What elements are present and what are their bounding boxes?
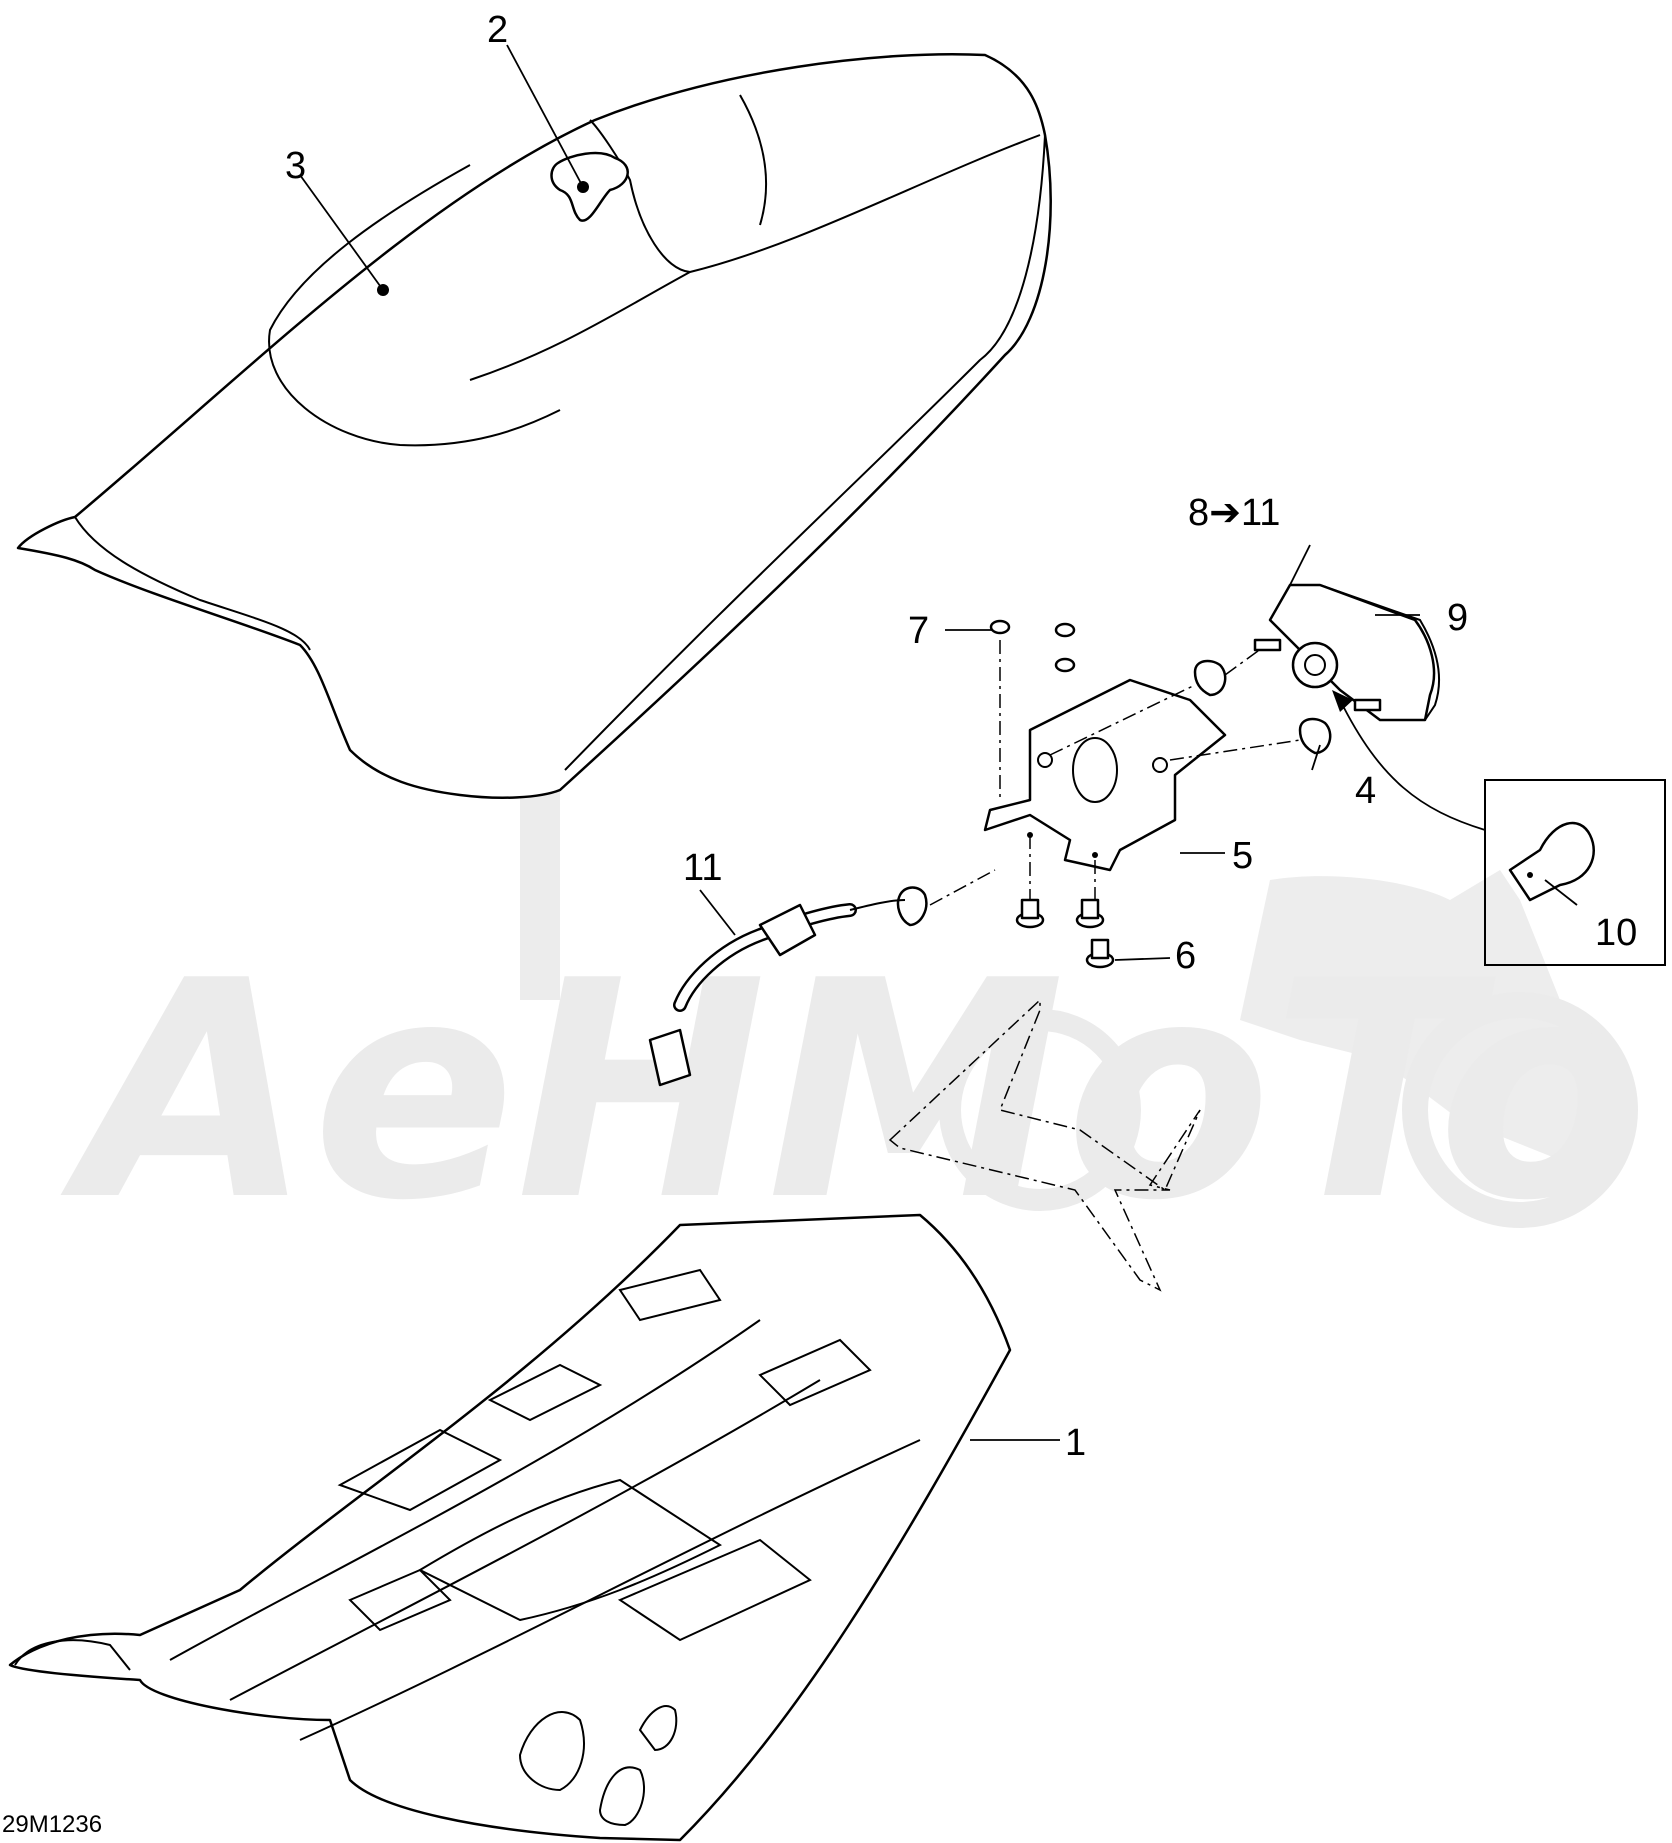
bulb-inset [1484,779,1666,966]
callout-7: 7 [908,610,929,652]
seat-base-cutout [758,1338,872,1407]
grommet [1193,659,1227,697]
seat-base-cutout [337,1428,503,1512]
harness-connector [648,1028,692,1087]
seat-rear-ridge [739,94,768,226]
nuts [989,619,1076,673]
seat-base-cutout [618,1268,722,1322]
bracket-hole [1072,737,1118,803]
alignment-line [929,869,996,906]
leader-lines [299,44,1578,1441]
seat-base-cutout [487,1363,603,1422]
nut [1054,622,1076,638]
grommets [1193,659,1332,755]
seat-base-rib [299,1439,921,1741]
tail-light-lens [1319,584,1441,721]
bracket-plate [983,678,1227,872]
seat-base-cutout [417,1478,723,1622]
callout-6: 6 [1175,935,1196,977]
bulb-icon [1508,821,1595,902]
bulb-pointer-arrow [1332,690,1353,712]
bulb-pointer [1339,699,1486,831]
callout-9: 9 [1447,597,1468,639]
callout-1: 1 [1065,1422,1086,1464]
seat-base-rib [169,1319,761,1661]
seat-body [16,53,1052,799]
tail-light [1253,583,1441,722]
hidden-outline [888,998,1201,1292]
nut [1054,657,1076,673]
watermark-wheel-icon [939,1009,1141,1211]
seat-base-slot [638,1705,678,1752]
callout-8: 8➔11 [1188,492,1280,534]
alignment-line [1169,739,1301,761]
seat [16,53,1052,799]
seat-edge-line [564,134,1046,771]
watermark-motorcycle-icon [1240,870,1608,1160]
seat-edge-line [74,516,311,651]
callout-4: 4 [1355,770,1376,812]
seat-base-body [8,1213,1012,1842]
seat-rear-ridge [469,271,691,381]
tail-light-bracket [983,678,1227,872]
alignment-line [1224,647,1263,676]
seat-base-tab [14,1639,131,1671]
bulb-socket [1291,641,1339,689]
seat-emblem [550,151,629,222]
watermark: AeHMoTo [57,360,1644,1266]
seat-base-cutout [348,1568,452,1632]
tail-light-housing [1268,583,1436,722]
nut [989,619,1011,635]
callout-3: 3 [285,145,306,187]
callout-2: 2 [487,9,508,51]
screws [1015,898,1115,969]
grommet [1298,717,1332,755]
seat-base-slot [598,1766,645,1827]
callout-10: 10 [1595,912,1637,954]
seat-base-rib [229,1379,821,1701]
bulb-inset-frame [1484,779,1666,966]
callout-5: 5 [1232,835,1253,877]
seat-base-slot [518,1711,585,1792]
callout-11: 11 [683,847,722,889]
drawing-code: 29M1236 [2,1811,102,1838]
harness-plug [758,903,817,957]
harness-grommet [896,886,928,927]
seat-base [8,1213,1012,1842]
callouts: 1 2 3 4 5 6 7 8➔11 9 10 11 [285,9,1637,1464]
wiring-harness [648,886,928,1087]
watermark-wheel-icon [1402,992,1638,1228]
watermark-text: AeHMoTo [57,917,1644,1266]
seat-inner-panel [268,164,561,447]
seat-base-cutout [617,1538,812,1642]
